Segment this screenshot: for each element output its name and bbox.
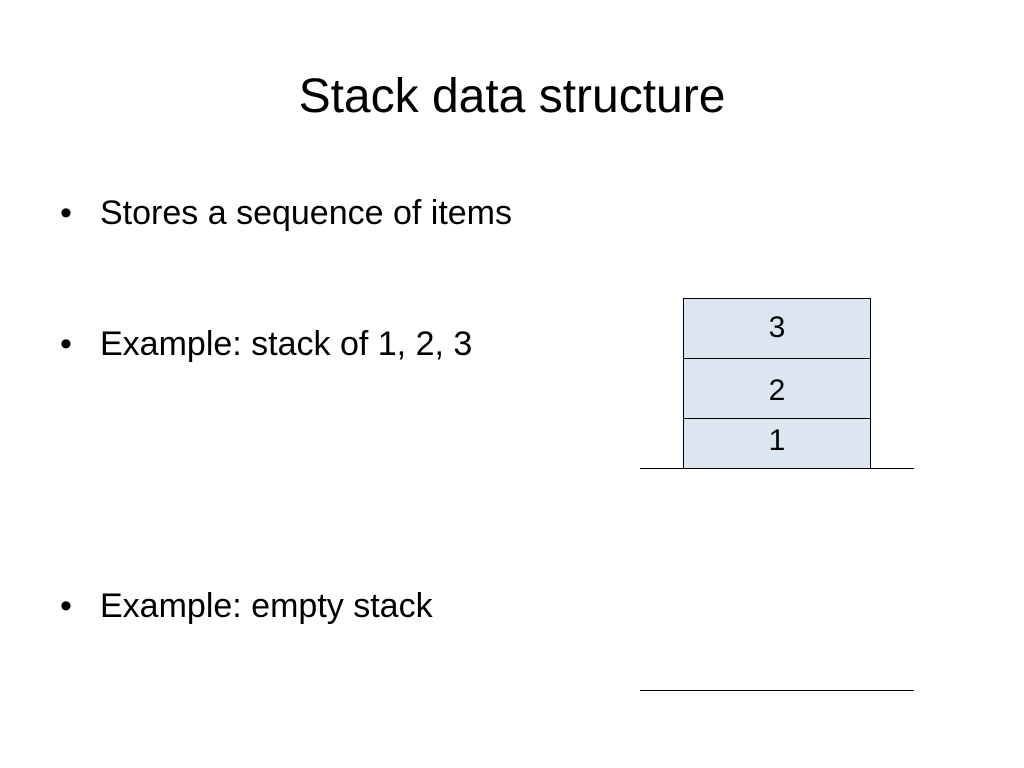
bullet-dot: • xyxy=(60,325,72,363)
bullet-text: Example: empty stack xyxy=(100,587,433,625)
bullet-example-empty-stack: • Example: empty stack xyxy=(60,586,433,626)
bullet-dot: • xyxy=(60,587,72,625)
empty-stack-diagram xyxy=(640,690,914,691)
bullet-text: Stores a sequence of items xyxy=(100,194,513,232)
bullet-dot: • xyxy=(60,194,72,232)
stack-item-2: 2 xyxy=(683,358,871,419)
stack-base-line xyxy=(640,468,914,469)
stack-item-1: 1 xyxy=(683,418,871,469)
slide-title: Stack data structure xyxy=(298,70,726,123)
bullet-example-stack: • Example: stack of 1, 2, 3 xyxy=(60,324,472,364)
bullet-text: Example: stack of 1, 2, 3 xyxy=(100,325,473,363)
bullet-stores-sequence: • Stores a sequence of items xyxy=(60,193,512,233)
empty-stack-base-line xyxy=(640,690,914,691)
stack-diagram: 3 2 1 xyxy=(640,298,914,470)
stack-item-3: 3 xyxy=(683,298,871,359)
